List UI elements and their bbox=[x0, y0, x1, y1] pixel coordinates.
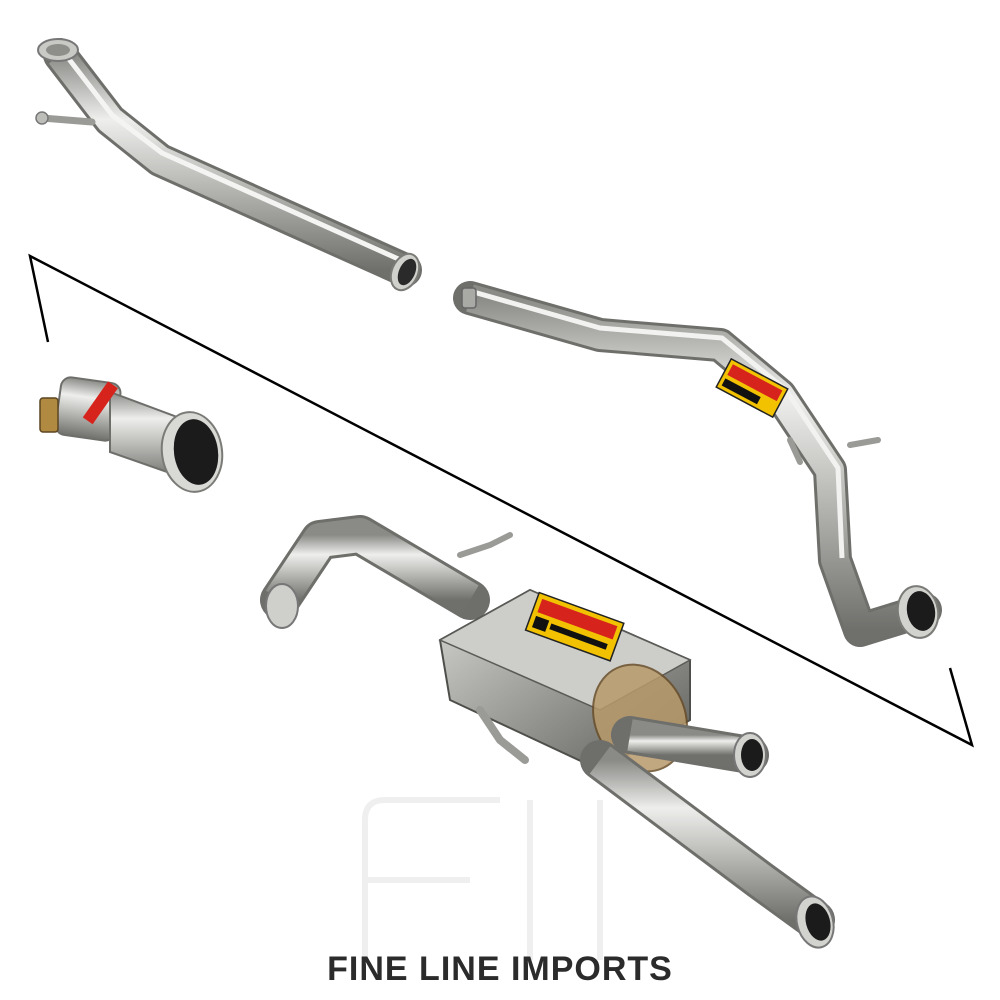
connecting-pipe bbox=[453, 281, 942, 647]
muffler-sticker bbox=[524, 591, 625, 662]
watermark-logo bbox=[362, 797, 603, 960]
adapter-sticker bbox=[82, 381, 118, 425]
brand-caption: FINE LINE IMPORTS bbox=[327, 950, 673, 988]
rear-muffler bbox=[260, 515, 835, 949]
adapter-tip bbox=[39, 376, 224, 493]
front-pipe bbox=[35, 38, 422, 292]
brand-sticker bbox=[715, 357, 789, 419]
bracket-line bbox=[28, 253, 974, 748]
